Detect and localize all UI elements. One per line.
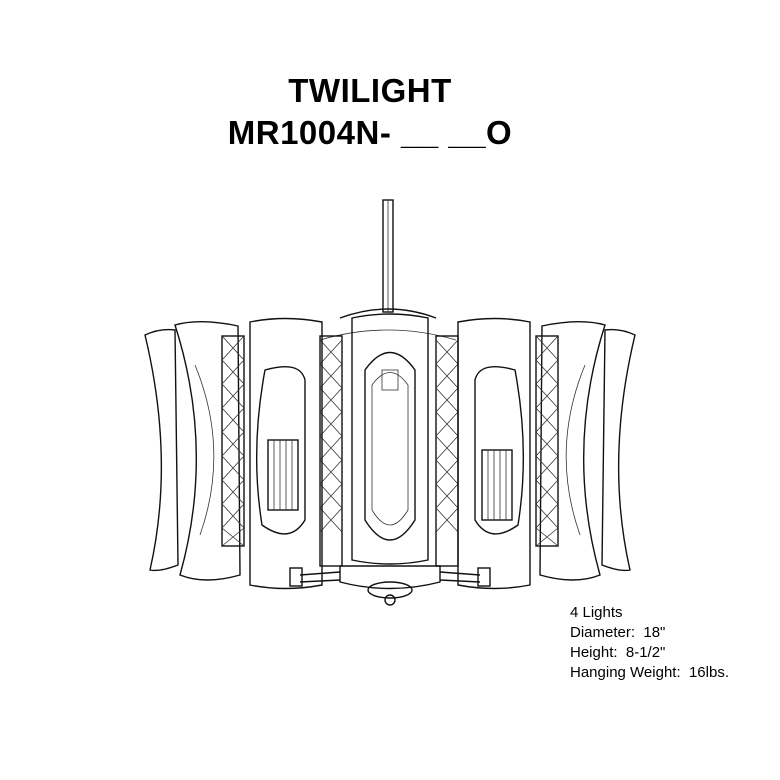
crystal-column-right-outer [535,335,559,547]
crystal-column-left-inner [319,335,343,567]
outer-right-panel [539,321,636,581]
downrod [382,199,394,313]
bottom-base [289,565,491,606]
spec-lights: 4 Lights [570,604,623,621]
product-name: TWILIGHT [288,72,452,109]
spec-weight: Hanging Weight: 16lbs. [570,664,729,681]
model-number: MR1004N- __ __O [227,114,513,151]
outer-left-panel [144,321,241,581]
crystal-column-left-outer [221,335,245,547]
spec-diameter: Diameter: 18" [570,624,666,641]
crystal-column-right-inner [435,335,459,567]
spec-height: Height: 8-1/2" [570,644,666,661]
specifications: 4 Lights Diameter: 18" Height: 8-1/2" Ha… [570,603,729,683]
left-mid-panel [249,317,323,590]
center-panel [351,313,429,565]
right-mid-panel [457,317,531,590]
